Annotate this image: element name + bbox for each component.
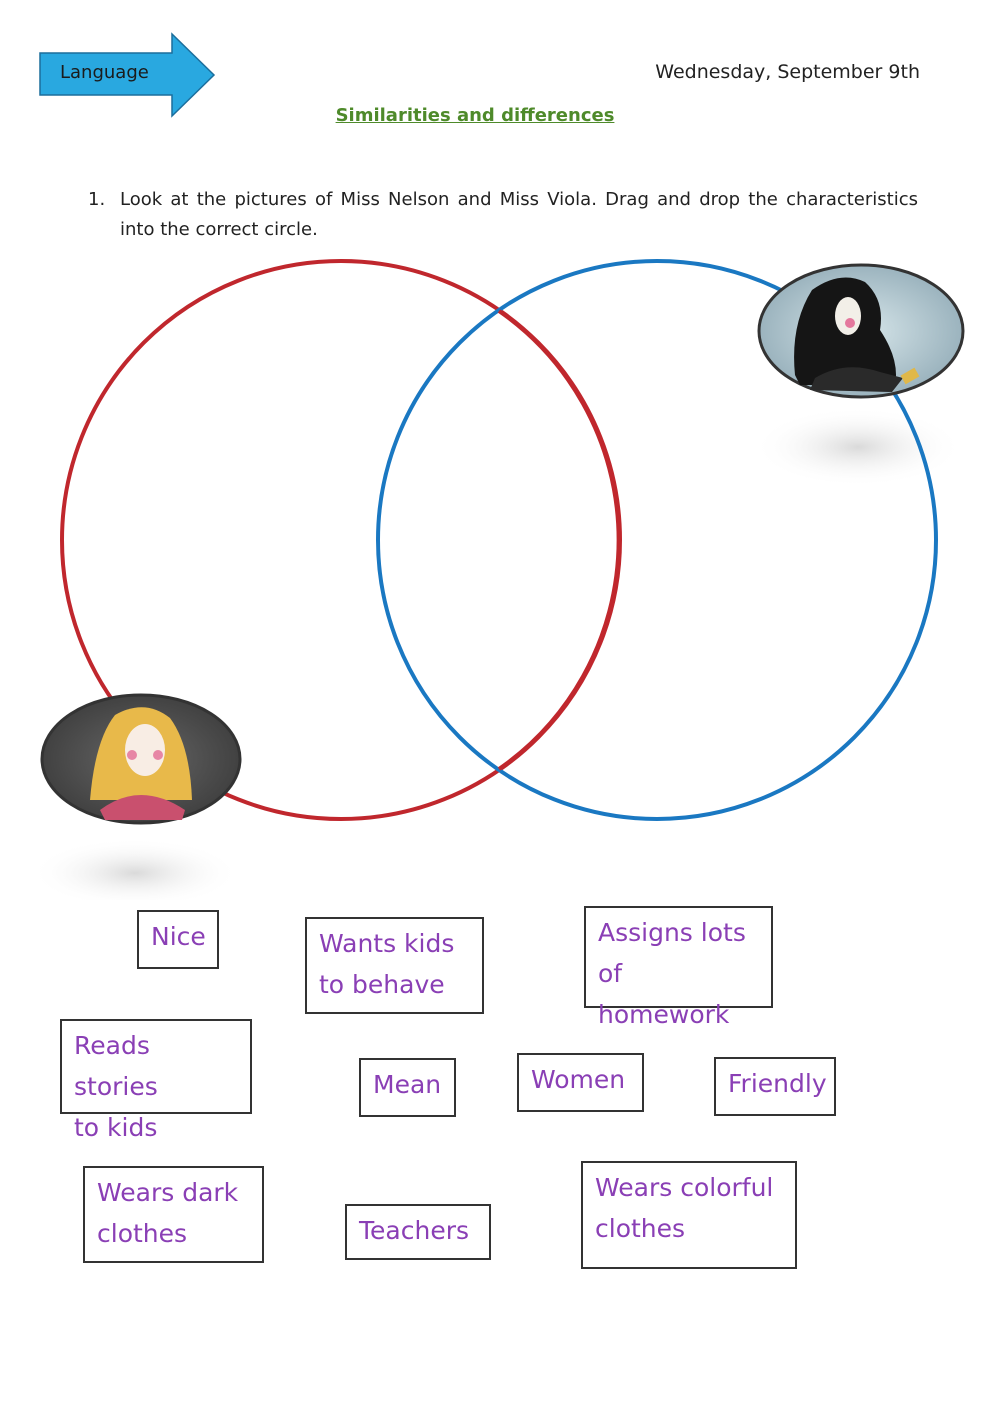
right-picture-shadow [753, 407, 963, 487]
card-label: Mean [373, 1070, 442, 1099]
right-circle[interactable] [376, 259, 938, 821]
card-reads-stories[interactable]: Reads stories to kids [60, 1019, 252, 1142]
page-title: Similarities and differences [335, 105, 615, 126]
card-nice[interactable]: Nice [137, 910, 219, 969]
card-assigns-homework[interactable]: Assigns lots of homework [584, 906, 773, 1029]
card-women[interactable]: Women [517, 1053, 644, 1112]
card-label: Assigns lots [598, 918, 746, 947]
subject-label: Language [60, 62, 149, 83]
worksheet-date: Wednesday, September 9th [655, 61, 920, 83]
card-wears-dark-clothes[interactable]: Wears dark clothes [83, 1166, 264, 1263]
card-label: Teachers [359, 1216, 469, 1245]
card-label: Wants kids [319, 929, 455, 958]
card-label: of homework [598, 959, 730, 1029]
instruction-number: 1. [88, 189, 106, 210]
card-teachers[interactable]: Teachers [345, 1204, 491, 1260]
card-label: Wears colorful [595, 1173, 774, 1202]
card-label: to kids [74, 1113, 158, 1142]
card-label: clothes [595, 1214, 686, 1243]
venn-diagram [30, 259, 965, 900]
left-picture-shadow [30, 838, 240, 900]
instruction: 1. Look at the pictures of Miss Nelson a… [88, 185, 918, 245]
card-friendly[interactable]: Friendly [714, 1057, 836, 1116]
dark-haired-woman-picture [757, 263, 965, 399]
card-label: to behave [319, 970, 445, 999]
card-wears-colorful-clothes[interactable]: Wears colorful clothes [581, 1161, 797, 1269]
card-label: clothes [97, 1219, 188, 1248]
card-label: Women [531, 1065, 626, 1094]
card-label: Friendly [728, 1069, 827, 1098]
blonde-woman-picture [40, 693, 242, 825]
instruction-text: Look at the pictures of Miss Nelson and … [120, 189, 918, 240]
card-label: Nice [151, 922, 206, 951]
card-wants-kids-to-behave[interactable]: Wants kids to behave [305, 917, 484, 1014]
card-label: Reads stories [74, 1031, 158, 1101]
card-mean[interactable]: Mean [359, 1058, 456, 1117]
subject-arrow-icon [39, 32, 216, 118]
card-label: Wears dark [97, 1178, 239, 1207]
